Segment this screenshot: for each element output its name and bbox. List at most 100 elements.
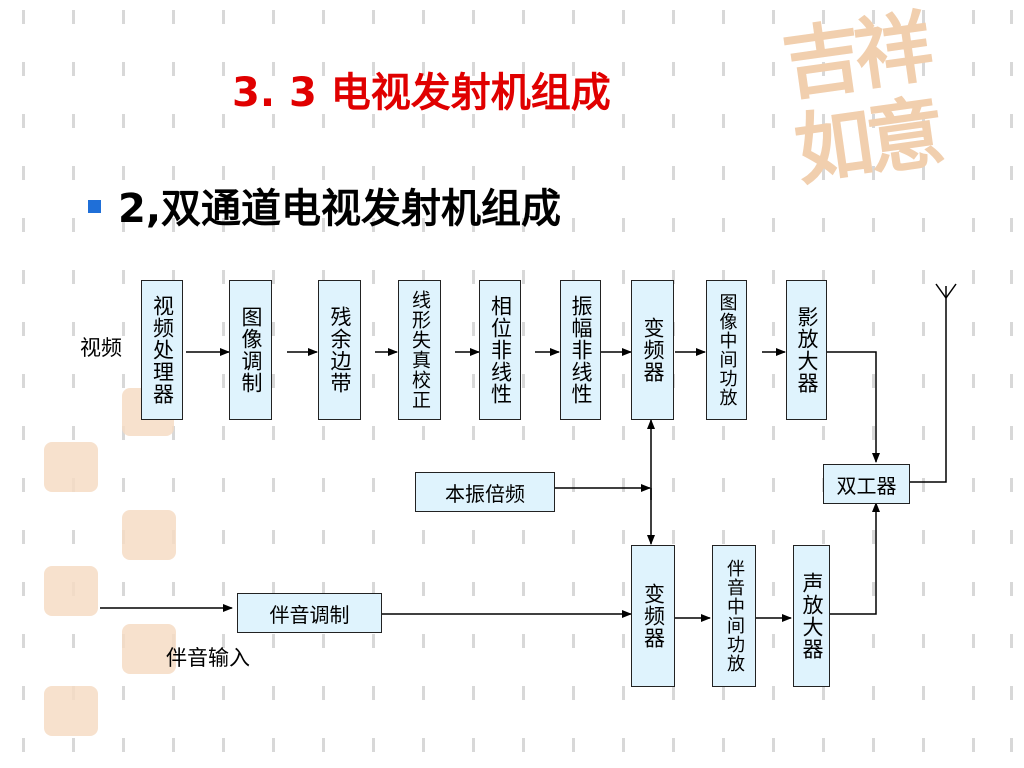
- background-dash: [772, 686, 775, 700]
- background-dash: [972, 582, 975, 596]
- background-dash: [172, 10, 175, 24]
- background-dash: [422, 62, 425, 76]
- amplitude-nonlinearity-block: 振幅非线性: [560, 280, 601, 420]
- background-dash: [972, 374, 975, 388]
- background-dash: [172, 426, 175, 440]
- image-modulation-block: 图像调制: [229, 280, 272, 420]
- background-dash: [622, 478, 625, 492]
- background-dash: [372, 426, 375, 440]
- background-dash: [222, 530, 225, 544]
- image-amplifier-block: 影放大器: [786, 280, 827, 420]
- background-dash: [72, 114, 75, 128]
- background-dash: [472, 322, 475, 336]
- background-dash: [272, 530, 275, 544]
- background-dash: [672, 218, 675, 232]
- background-dash: [22, 686, 25, 700]
- sound-amplifier-block: 声放大器: [793, 545, 830, 687]
- background-dash: [822, 166, 825, 180]
- background-dash: [372, 634, 375, 648]
- background-dash: [622, 10, 625, 24]
- background-dash: [622, 166, 625, 180]
- background-dash: [872, 374, 875, 388]
- background-dash: [1010, 582, 1013, 596]
- background-dash: [472, 530, 475, 544]
- background-dash: [722, 478, 725, 492]
- background-dash: [772, 114, 775, 128]
- background-dash: [272, 374, 275, 388]
- background-dash: [522, 218, 525, 232]
- background-dash: [222, 634, 225, 648]
- background-dash: [572, 166, 575, 180]
- background-dash: [222, 478, 225, 492]
- background-dash: [22, 166, 25, 180]
- background-dash: [472, 738, 475, 752]
- background-dash: [22, 114, 25, 128]
- background-dash: [122, 322, 125, 336]
- background-dash: [522, 530, 525, 544]
- background-dash: [22, 62, 25, 76]
- background-dash: [922, 738, 925, 752]
- background-dash: [322, 530, 325, 544]
- local-oscillator-block: 本振倍频: [415, 472, 555, 512]
- background-dash: [472, 686, 475, 700]
- background-dash: [72, 426, 75, 440]
- background-dash: [72, 166, 75, 180]
- background-dash: [372, 738, 375, 752]
- background-dash: [172, 114, 175, 128]
- duplexer-block: 双工器: [823, 464, 910, 504]
- background-dash: [372, 478, 375, 492]
- background-dash: [822, 530, 825, 544]
- background-dash: [972, 114, 975, 128]
- background-dash: [1010, 218, 1013, 232]
- linear-distortion-correction-block: 线形失真校正: [398, 280, 441, 420]
- background-dash: [422, 530, 425, 544]
- background-dash: [1010, 478, 1013, 492]
- background-dash: [422, 686, 425, 700]
- background-dash: [722, 218, 725, 232]
- background-dash: [172, 738, 175, 752]
- background-dash: [522, 374, 525, 388]
- background-dash: [672, 166, 675, 180]
- background-dash: [322, 426, 325, 440]
- background-dash: [222, 270, 225, 284]
- phase-nonlinearity-block: 相位非线性: [479, 280, 521, 420]
- background-dash: [122, 582, 125, 596]
- background-dash: [522, 634, 525, 648]
- background-dash: [772, 218, 775, 232]
- background-dash: [722, 62, 725, 76]
- video-input-label: 视频: [80, 336, 122, 360]
- background-dash: [922, 218, 925, 232]
- background-dash: [822, 62, 825, 76]
- background-dash: [322, 270, 325, 284]
- background-dash: [22, 374, 25, 388]
- background-dash: [172, 582, 175, 596]
- background-dash: [972, 10, 975, 24]
- background-dash: [522, 582, 525, 596]
- background-dash: [1010, 10, 1013, 24]
- background-dash: [622, 686, 625, 700]
- background-dash: [122, 218, 125, 232]
- background-dash: [472, 62, 475, 76]
- background-dash: [522, 322, 525, 336]
- background-dash: [572, 478, 575, 492]
- background-dash: [1010, 114, 1013, 128]
- background-dash: [672, 686, 675, 700]
- background-dash: [472, 166, 475, 180]
- background-dash: [322, 166, 325, 180]
- background-dash: [72, 218, 75, 232]
- background-dash: [522, 62, 525, 76]
- background-dash: [322, 582, 325, 596]
- background-dash: [272, 426, 275, 440]
- background-dash: [222, 426, 225, 440]
- background-dash: [922, 166, 925, 180]
- background-dash: [972, 634, 975, 648]
- background-dash: [722, 426, 725, 440]
- background-dash: [672, 530, 675, 544]
- background-dash: [72, 374, 75, 388]
- background-dash: [622, 322, 625, 336]
- background-dash: [272, 62, 275, 76]
- watermark-seal: [44, 686, 98, 736]
- background-dash: [272, 322, 275, 336]
- background-dash: [972, 478, 975, 492]
- background-dash: [172, 270, 175, 284]
